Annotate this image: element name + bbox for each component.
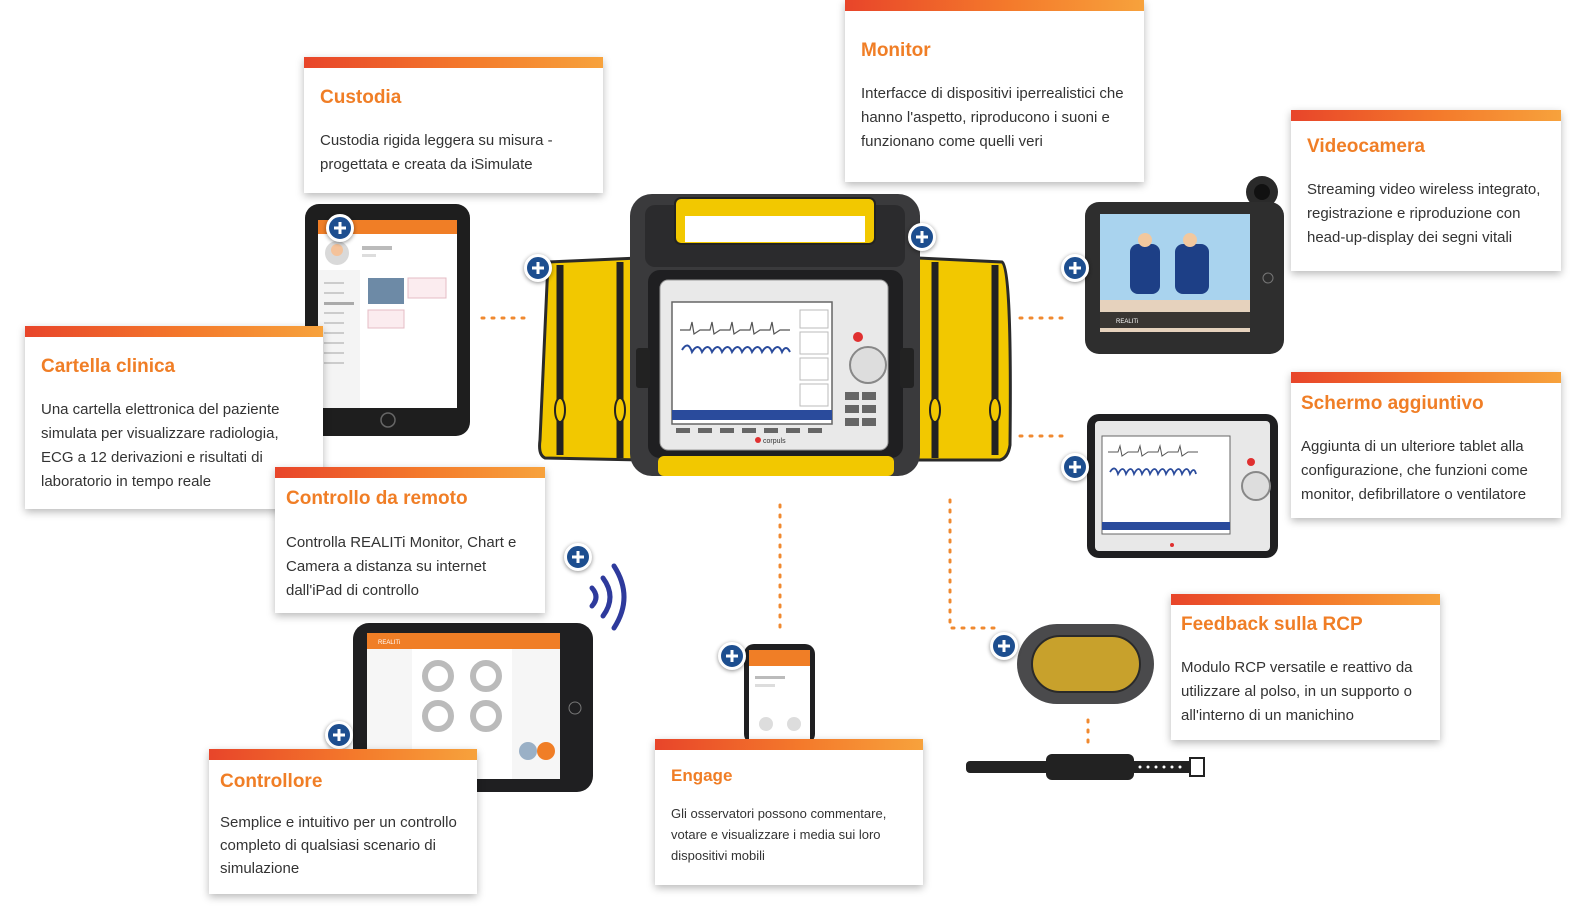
plus-icon-monitor[interactable] <box>908 223 936 251</box>
card-text: Aggiunta di un ulteriore tablet alla con… <box>1301 438 1528 503</box>
plus-icon-case[interactable] <box>524 254 552 282</box>
card-engage: Engage Gli osservatori possono commentar… <box>655 739 923 885</box>
card-custodia: Custodia Custodia rigida leggera su misu… <box>304 57 603 193</box>
tablet-chart <box>305 204 470 436</box>
plus-icon-cpr[interactable] <box>990 632 1018 660</box>
card-title: Feedback sulla RCP <box>1181 614 1363 635</box>
card-title: Controllore <box>220 771 323 792</box>
plus-icon-engage[interactable] <box>718 642 746 670</box>
card-text: Semplice e intuitivo per un controllo co… <box>220 814 457 877</box>
card-text: Streaming video wireless integrato, regi… <box>1307 181 1541 246</box>
card-text: Custodia rigida leggera su misura - prog… <box>320 132 553 173</box>
tablet-extra-screen <box>1087 414 1278 558</box>
card-text: Interfacce di dispositivi iperrealistici… <box>861 85 1124 150</box>
card-controllore: Controllore Semplice e intuitivo per un … <box>209 749 477 894</box>
card-title: Engage <box>671 766 733 785</box>
plus-icon-controller[interactable] <box>325 721 353 749</box>
card-controllo-da-remoto: Controllo da remoto Controlla REALITi Mo… <box>275 467 545 613</box>
card-schermo-aggiuntivo: Schermo aggiuntivo Aggiunta di un ulteri… <box>1291 372 1561 518</box>
plus-icon-remote[interactable] <box>564 543 592 571</box>
card-monitor: Monitor Interfacce di dispositivi iperre… <box>845 0 1144 182</box>
card-title: Controllo da remoto <box>286 488 468 509</box>
phone-engage <box>744 644 815 744</box>
card-title: Cartella clinica <box>41 356 176 377</box>
dotted-connectors <box>480 316 1090 747</box>
card-title: Schermo aggiuntivo <box>1301 393 1484 414</box>
wireless-signal-icon <box>589 563 627 631</box>
card-text: Gli osservatori possono commentare, vota… <box>671 806 887 863</box>
cpr-feedback-device <box>966 624 1205 780</box>
card-text: Una cartella elettronica del paziente si… <box>41 401 280 490</box>
card-text: Controlla REALITi Monitor, Chart e Camer… <box>286 534 517 599</box>
card-title: Videocamera <box>1307 136 1425 157</box>
camera-brand-label: REALITi <box>1116 319 1138 325</box>
card-feedback-rcp: Feedback sulla RCP Modulo RCP versatile … <box>1171 594 1440 740</box>
plus-icon-camera[interactable] <box>1061 254 1089 282</box>
defibrillator-case: corpuls <box>538 194 1012 476</box>
card-title: Custodia <box>320 87 402 108</box>
device-brand-label: corpuls <box>763 438 786 445</box>
card-videocamera: Videocamera Streaming video wireless int… <box>1291 110 1561 271</box>
card-text: Modulo RCP versatile e reattivo da utili… <box>1181 659 1413 724</box>
card-cartella-clinica: Cartella clinica Una cartella elettronic… <box>25 326 323 509</box>
tablet-camera: REALITi <box>1085 176 1284 354</box>
card-title: Monitor <box>861 40 931 61</box>
plus-icon-chart[interactable] <box>326 214 354 242</box>
plus-icon-extra-screen[interactable] <box>1061 453 1089 481</box>
controller-brand-label: REALITi <box>378 640 400 646</box>
